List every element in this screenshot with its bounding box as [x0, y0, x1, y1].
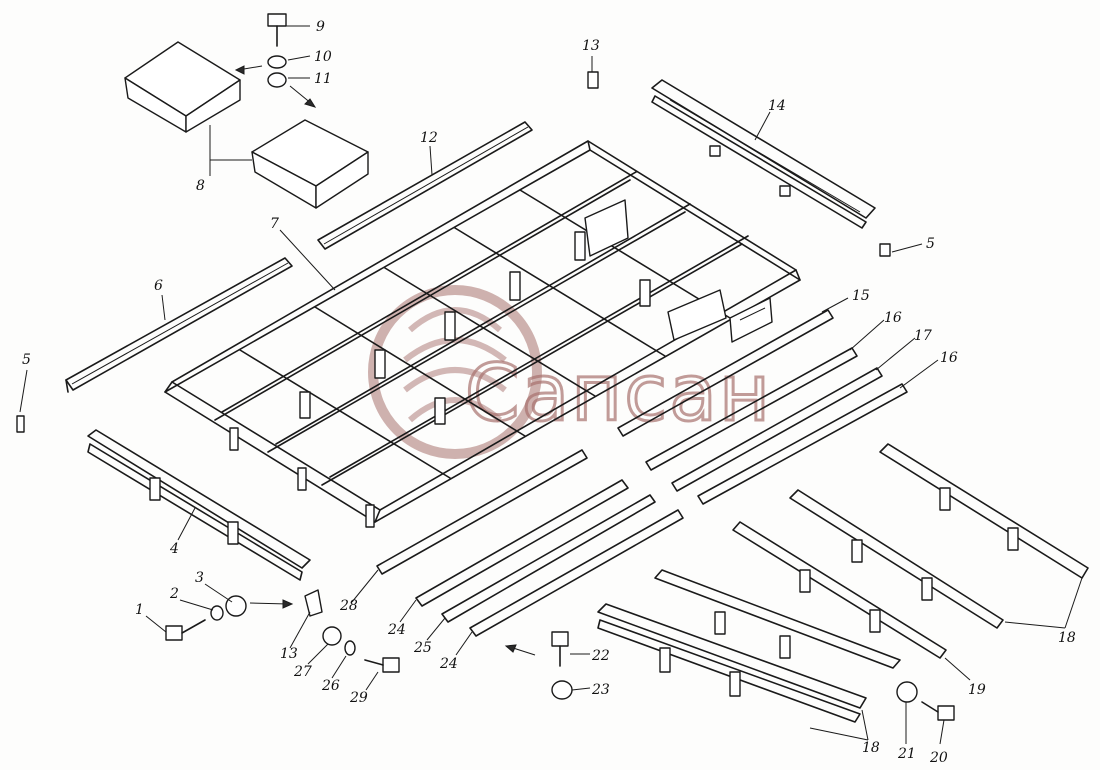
callout-24-b: 24 — [439, 656, 458, 672]
callout-4: 4 — [169, 541, 179, 557]
callout-20: 20 — [929, 750, 948, 766]
callout-28: 28 — [339, 598, 358, 614]
strips-front — [376, 449, 684, 637]
callout-16-a: 16 — [884, 310, 902, 326]
callout-5-right: 5 — [926, 236, 935, 252]
callout-27: 27 — [293, 664, 312, 680]
callout-18-bottom: 18 — [862, 740, 880, 756]
front-beam-4 — [87, 429, 311, 581]
callout-29: 29 — [349, 690, 368, 706]
callout-24-a: 24 — [387, 622, 406, 638]
callout-11: 11 — [314, 71, 332, 87]
assembly-arrows — [234, 65, 536, 656]
callout-25: 25 — [413, 640, 432, 656]
callout-17: 17 — [914, 328, 932, 344]
callout-3: 3 — [195, 570, 204, 586]
callout-8: 8 — [196, 178, 205, 194]
main-platform-frame — [164, 140, 801, 528]
callout-13-top: 13 — [582, 38, 600, 54]
callout-26: 26 — [321, 678, 340, 694]
rear-beam-14 — [651, 79, 876, 229]
callout-9: 9 — [316, 19, 325, 35]
callout-6: 6 — [154, 278, 163, 294]
callout-1: 1 — [135, 602, 144, 618]
callout-16-b: 16 — [940, 350, 958, 366]
callout-10: 10 — [314, 49, 332, 65]
storage-boxes-8 — [124, 41, 369, 209]
fasteners — [16, 13, 955, 721]
watermark-text: Сапсан — [465, 349, 772, 439]
callout-23: 23 — [591, 682, 610, 698]
watermark: Сапсан — [368, 285, 772, 459]
strips-right — [617, 309, 908, 505]
side-rail-12 — [317, 121, 533, 250]
callout-18-right: 18 — [1058, 630, 1076, 646]
callout-14: 14 — [768, 98, 786, 114]
side-rail-6 — [65, 257, 293, 393]
callout-22: 22 — [591, 648, 610, 664]
callout-7: 7 — [270, 216, 279, 232]
cross-beams — [597, 443, 1089, 723]
callout-2: 2 — [169, 586, 179, 602]
callout-12: 12 — [420, 130, 438, 146]
callout-5-left: 5 — [22, 352, 31, 368]
callout-labels: 1 2 3 4 5 5 6 7 8 9 10 11 12 13 13 14 15… — [22, 19, 1076, 766]
callout-13-bottom: 13 — [280, 646, 298, 662]
callout-15: 15 — [852, 288, 870, 304]
leader-lines — [19, 25, 1083, 745]
callout-19: 19 — [968, 682, 986, 698]
callout-21: 21 — [897, 746, 916, 762]
